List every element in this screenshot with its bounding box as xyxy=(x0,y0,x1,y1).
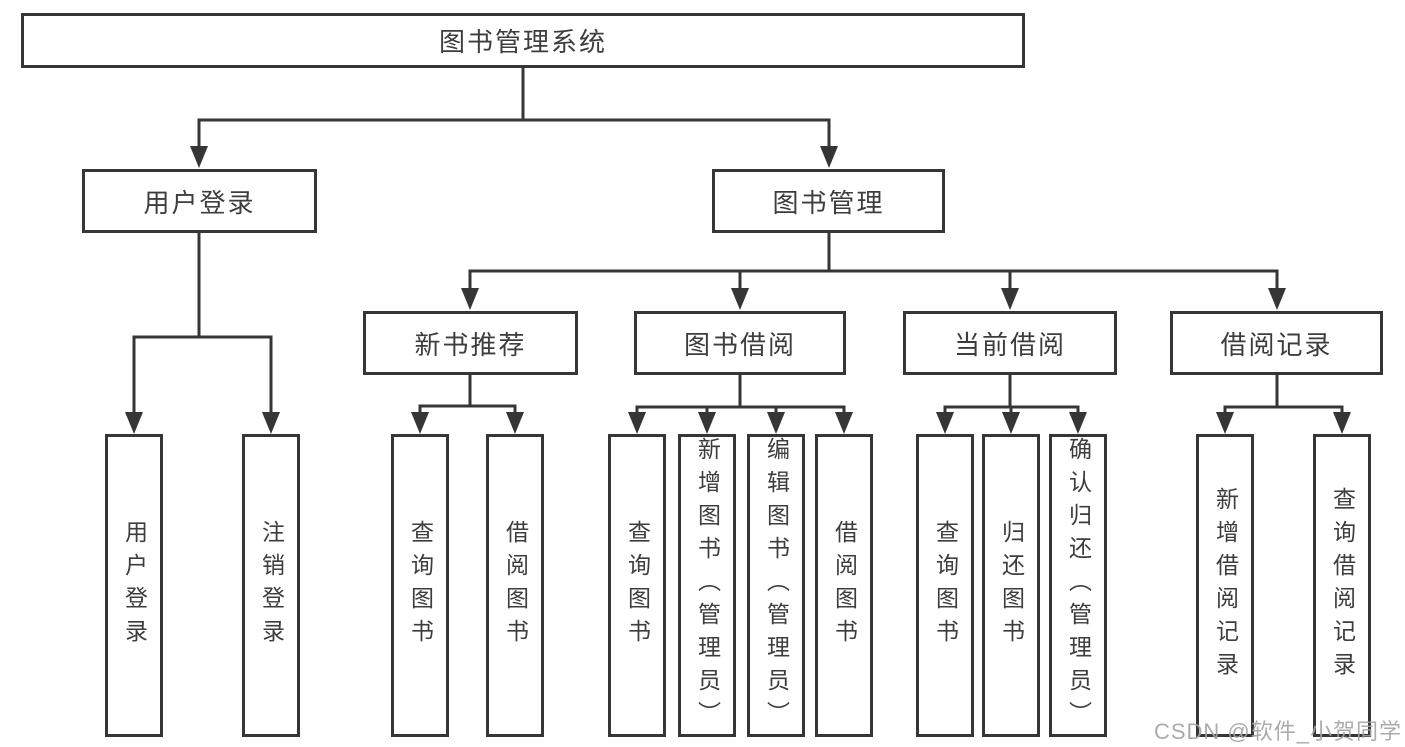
leaf-label: 查询借阅记录 xyxy=(1329,486,1356,685)
node-library-management-system: 图书管理系统 xyxy=(21,13,1025,68)
connector-newbook-to-leaves xyxy=(418,375,517,415)
node-label: 借阅记录 xyxy=(1220,329,1333,360)
node-label: 用户登录 xyxy=(143,187,256,218)
leaf-label: 查询图书 xyxy=(932,519,959,652)
leaf-add-borrow-record: 新增借阅记录 xyxy=(1196,434,1254,737)
connector-userlogin-to-leaves xyxy=(132,233,273,415)
leaf-label: 借阅图书 xyxy=(831,519,858,652)
connector-bookmgmt-to-level3 xyxy=(468,233,1279,291)
node-book-management: 图书管理 xyxy=(712,169,945,233)
node-label: 当前借阅 xyxy=(953,329,1066,360)
connector-borrowing-to-leaves xyxy=(635,375,846,415)
node-book-borrowing: 图书借阅 xyxy=(634,311,846,375)
leaf-add-book-admin: 新增图书（管理员） xyxy=(678,434,736,737)
leaf-query-books-3: 查询图书 xyxy=(916,434,974,737)
leaf-borrow-books-2: 借阅图书 xyxy=(815,434,873,737)
leaf-label: 用户登录 xyxy=(121,519,148,652)
node-new-book-recommendation: 新书推荐 xyxy=(363,311,578,375)
leaf-query-borrow-record: 查询借阅记录 xyxy=(1313,434,1371,737)
connector-current-to-leaves xyxy=(943,375,1080,415)
node-label: 图书借阅 xyxy=(683,329,796,360)
leaf-query-books-2: 查询图书 xyxy=(608,434,666,737)
leaf-query-books-1: 查询图书 xyxy=(391,434,449,737)
arrowheads xyxy=(125,146,1351,434)
leaf-label: 归还图书 xyxy=(998,519,1025,652)
leaf-confirm-return-admin: 确认归还（管理员） xyxy=(1049,434,1107,737)
leaf-borrow-books-1: 借阅图书 xyxy=(486,434,544,737)
node-current-borrowing: 当前借阅 xyxy=(903,311,1117,375)
leaf-label: 借阅图书 xyxy=(502,519,529,652)
connector-root-to-level2 xyxy=(197,68,831,150)
node-user-login: 用户登录 xyxy=(82,169,317,233)
node-label: 图书管理系统 xyxy=(438,27,607,57)
leaf-logout: 注销登录 xyxy=(242,434,300,737)
leaf-return-books: 归还图书 xyxy=(982,434,1040,737)
leaf-edit-book-admin: 编辑图书（管理员） xyxy=(747,434,805,737)
leaf-label: 注销登录 xyxy=(258,519,285,652)
leaf-user-login: 用户登录 xyxy=(105,434,163,737)
leaf-label: 新增借阅记录 xyxy=(1212,486,1239,685)
node-label: 图书管理 xyxy=(772,187,885,218)
leaf-label: 确认归还（管理员） xyxy=(1065,437,1092,734)
connector-records-to-leaves xyxy=(1223,375,1344,415)
node-borrowing-records: 借阅记录 xyxy=(1170,311,1383,375)
leaf-label: 查询图书 xyxy=(407,519,434,652)
leaf-label: 新增图书（管理员） xyxy=(694,437,721,734)
watermark: CSDN @软件_小贺同学 xyxy=(1153,719,1402,744)
leaf-label: 编辑图书（管理员） xyxy=(763,437,790,734)
leaf-label: 查询图书 xyxy=(624,519,651,652)
node-label: 新书推荐 xyxy=(414,329,527,360)
